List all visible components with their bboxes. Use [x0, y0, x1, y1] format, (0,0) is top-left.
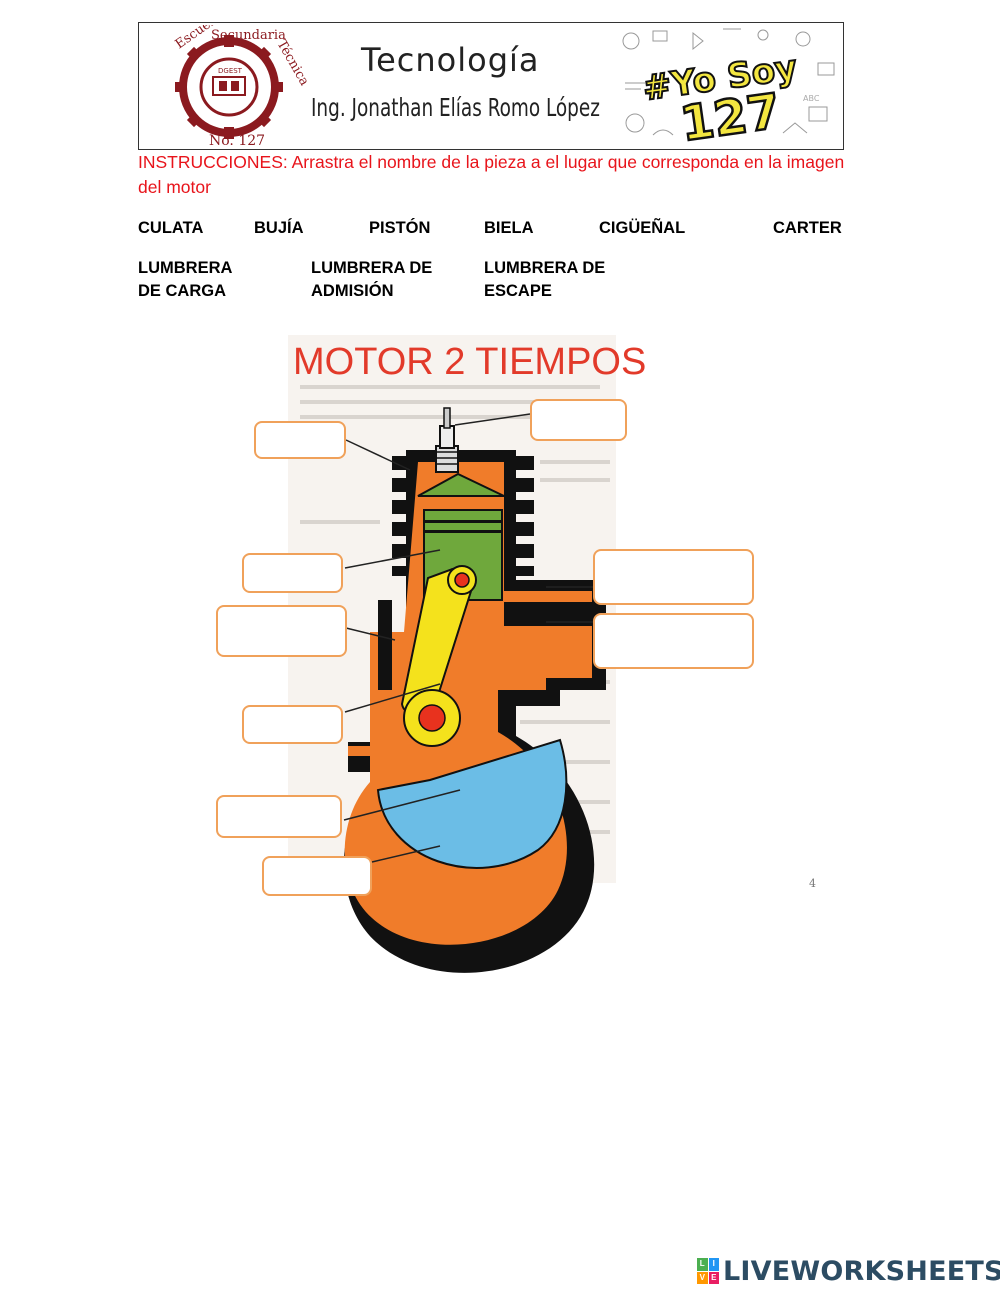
spark-plug — [435, 407, 459, 473]
header-banner: Escuela Secundaria Técnica No. 127 DGEST… — [138, 22, 844, 150]
teacher-name: Ing. Jonathan Elías Romo López — [311, 93, 600, 122]
liveworksheets-brand-text: LIVEWORKSHEETS — [723, 1255, 1000, 1287]
drop-zone-bottom[interactable] — [262, 856, 372, 896]
word-carter[interactable]: CARTER — [773, 219, 842, 237]
word-piston[interactable]: PISTÓN — [369, 219, 431, 237]
piston-crown — [417, 472, 505, 497]
word-bujia[interactable]: BUJÍA — [254, 219, 304, 237]
engine-diagram: MOTOR 2 TIEMPOS — [288, 335, 816, 973]
word-lumbrera-de-escape[interactable]: LUMBRERA DE ESCAPE — [484, 259, 606, 300]
subject-title: Tecnología — [361, 41, 540, 79]
seal-text-secundaria: Secundaria — [211, 28, 286, 43]
yo-soy-127-badge: ABC #Yo Soy 127 — [622, 28, 835, 150]
svg-text:ABC: ABC — [803, 94, 820, 103]
piston-pin — [454, 572, 470, 588]
seal-text-number: No. 127 — [209, 133, 265, 147]
diagram-title: MOTOR 2 TIEMPOS — [293, 341, 646, 383]
badge-bottom-text: 127 — [677, 83, 784, 150]
drop-zone-upper-left[interactable] — [254, 421, 346, 459]
word-cigueñal[interactable]: CIGÜEÑAL — [599, 219, 686, 237]
drop-zone-lower-left-2[interactable] — [216, 795, 342, 838]
word-lumbrera-de-admision[interactable]: LUMBRERA DE ADMISIÓN — [311, 259, 433, 300]
crankcase-oil — [376, 738, 568, 869]
crank-pin — [418, 704, 446, 732]
drop-zone-lower-left-1[interactable] — [242, 705, 343, 744]
word-biela[interactable]: BIELA — [484, 219, 534, 237]
drop-zone-right-1[interactable] — [593, 549, 754, 605]
word-culata[interactable]: CULATA — [138, 219, 204, 237]
leader-lines — [343, 413, 595, 863]
drop-zone-right-2[interactable] — [593, 613, 754, 669]
word-lumbrera-de-carga[interactable]: LUMBRERA DE CARGA — [138, 259, 233, 300]
exhaust-port-line — [504, 585, 594, 591]
liveworksheets-icon: L I V E — [697, 1258, 719, 1284]
drop-zone-mid-left-1[interactable] — [242, 553, 343, 593]
page-number: 4 — [809, 877, 816, 890]
drop-zone-mid-left-2[interactable] — [216, 605, 347, 657]
seal-text-dgest: DGEST — [218, 67, 243, 75]
instructions-text: INSTRUCCIONES: Arrastra el nombre de la … — [138, 152, 845, 197]
liveworksheets-logo[interactable]: L I V E LIVEWORKSHEETS — [697, 1255, 1000, 1287]
school-seal-logo: Escuela Secundaria Técnica No. 127 DGEST — [173, 25, 309, 147]
intake-port-line — [504, 618, 594, 624]
transfer-channel — [378, 600, 392, 690]
drop-zone-upper-right[interactable] — [530, 399, 627, 441]
